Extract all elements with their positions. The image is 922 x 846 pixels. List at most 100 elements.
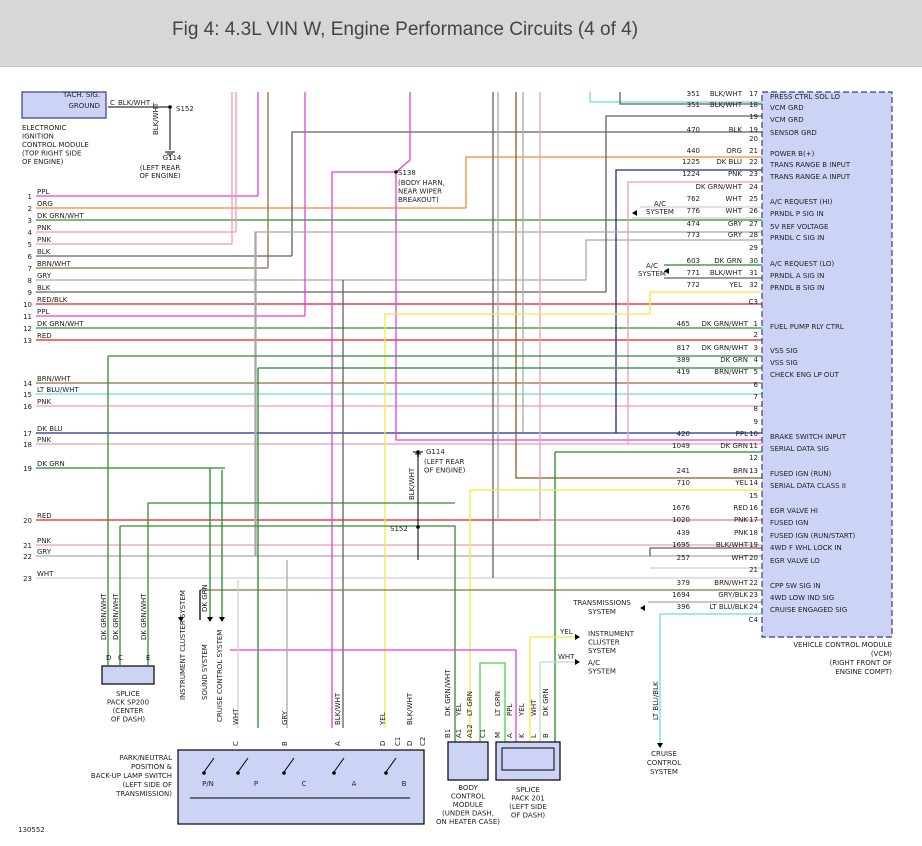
vcm-c2-ckt: 470 xyxy=(687,126,700,134)
sp200-pin: C xyxy=(118,654,123,662)
ic-wire-label: YEL xyxy=(559,628,573,636)
switch-pin: C2 xyxy=(419,737,427,746)
wire-blk-top xyxy=(619,92,762,105)
sp201-pin-color: WHT xyxy=(530,699,538,716)
vcm-c3-pin: 8 xyxy=(754,405,758,413)
vcm-c2-ckt: 771 xyxy=(687,269,700,277)
vcm-c2-signal: A/C REQUEST (LO) xyxy=(770,260,834,268)
vcm-c3-ckt: 396 xyxy=(677,603,691,611)
left-wire-number: 13 xyxy=(23,337,32,345)
left-wire-color: DK GRN xyxy=(37,460,65,468)
sp201-pin: K xyxy=(518,733,526,738)
vcm-c3-color: PPL xyxy=(736,430,748,438)
switch-node xyxy=(282,771,286,775)
vcm-c2-color: ORG xyxy=(726,147,742,155)
vcm-c2-color: DK GRN xyxy=(714,257,742,265)
switch-pin: B xyxy=(281,741,289,746)
vcm-c2-color: DK BLU xyxy=(716,158,742,166)
sp201-pin: M xyxy=(494,732,502,738)
sp201-pin: A xyxy=(506,733,514,738)
bcm-pin: B1 xyxy=(444,729,452,738)
vcm-c3-color: BRN xyxy=(733,467,748,475)
vcm-c3-pin: 4 xyxy=(754,356,759,364)
sp200-pin: E xyxy=(146,654,150,662)
sound-system-vert: SOUND SYSTEM xyxy=(201,644,209,700)
vcm-c3-pin: 12 xyxy=(749,454,758,462)
ac2-wire-label: WHT xyxy=(558,653,575,661)
vcm-c3-ckt: 241 xyxy=(677,467,690,475)
left-wire-color: BRN/WHT xyxy=(37,260,71,268)
left-wire-number: 12 xyxy=(23,325,32,333)
left-wire-number: 5 xyxy=(28,241,32,249)
switch-pin-color: GRY xyxy=(281,710,289,725)
vcm-c3-pin: 7 xyxy=(754,393,758,401)
switch-position: A xyxy=(352,780,357,788)
vcm-c3-color: WHT xyxy=(732,554,749,562)
vcm-c2-signal: TRANS RANGE A INPUT xyxy=(769,173,851,181)
vcm-c3-ckt: 465 xyxy=(677,320,690,328)
vcm-c2-color: BLK/WHT xyxy=(710,90,743,98)
vcm-c3-pin: 22 xyxy=(749,579,758,587)
switch-position: P/N xyxy=(202,780,214,788)
vcm-c2-ckt: 776 xyxy=(687,207,701,215)
left-wire-number: 2 xyxy=(28,205,32,213)
vcm-c2-ckt: 772 xyxy=(687,281,700,289)
vcm-c2-ckt: 603 xyxy=(687,257,700,265)
cruise-down-arrow xyxy=(657,743,663,748)
switch-contact xyxy=(385,757,397,773)
vcm-c3-pin: 6 xyxy=(754,381,759,389)
vcm-c2-pin: 19 xyxy=(749,113,758,121)
ac2-name: SYSTEM xyxy=(588,668,616,676)
left-wire-color: GRY xyxy=(37,272,52,280)
ic-arrow xyxy=(178,617,184,622)
switch-pin-color: YEL xyxy=(379,712,387,726)
ic-system-vert: INSTRUMENT CLUSTER SYSTEM xyxy=(179,590,187,700)
vcm-c2-pin: 32 xyxy=(749,281,758,289)
bcm-name: CONTROL xyxy=(451,793,485,801)
vcm-c2-color: PNK xyxy=(728,170,742,178)
vcm-c2-signal: A/C REQUEST (HI) xyxy=(770,198,833,206)
left-wire-number: 10 xyxy=(23,301,32,309)
sp201-inner xyxy=(501,747,555,771)
vcm-c3-ckt: 379 xyxy=(677,579,690,587)
ac-arrow xyxy=(632,210,637,216)
s152-mid-label: S152 xyxy=(390,525,408,533)
sp200-wire-label: DK GRN/WHT xyxy=(100,593,108,640)
vcm-c2-color: BLK xyxy=(729,126,743,134)
switch-contact xyxy=(237,757,249,773)
vcm-c2-color: YEL xyxy=(728,281,742,289)
vcm-c3-pin: 23 xyxy=(749,591,758,599)
wire-pnk-1224 xyxy=(627,181,762,444)
vcm-c2-signal: PRNDL C SIG IN xyxy=(770,234,824,242)
wire-gry-to-vcm xyxy=(585,239,762,280)
vcm-c3-ckt: 1049 xyxy=(672,442,690,450)
vcm-c3-signal: BRAKE SWITCH INPUT xyxy=(770,433,847,441)
s152-mid-dot xyxy=(416,525,420,529)
left-wire-number: 19 xyxy=(23,465,32,473)
switch-position: C xyxy=(302,780,307,788)
vcm-c3-signal: CPP SW SIG IN xyxy=(770,582,821,590)
vcm-c2-ckt: 474 xyxy=(687,220,701,228)
vcm-c3-color: DK GRN/WHT xyxy=(701,344,748,352)
vcm-c2-signal: 5V REF VOLTAGE xyxy=(770,223,828,231)
sp200-name: OF DASH) xyxy=(111,716,146,724)
vcm-c3-color: DK GRN xyxy=(720,442,748,450)
vcm-c3-ckt: 1676 xyxy=(672,504,690,512)
vcm-c2-signal: VCM GRD xyxy=(770,116,804,124)
vcm-c3-color: GRY/BLK xyxy=(718,591,748,599)
sound-wire-label: DK GRN xyxy=(201,584,209,612)
vcm-c3-pin: 18 xyxy=(749,529,758,537)
sp201-pin-color: LT GRN xyxy=(494,691,502,716)
vcm-c2-signal: PRNDL P SIG IN xyxy=(770,210,824,218)
icm-pin-label: C xyxy=(110,99,115,107)
vcm-c3-ckt: 817 xyxy=(677,344,690,352)
sp201-name: SPLICE xyxy=(516,786,540,794)
left-wire-color: RED xyxy=(37,512,52,520)
switch-node xyxy=(384,771,388,775)
cruise-arrow xyxy=(219,617,225,622)
trans-arrow xyxy=(640,605,645,611)
vcm-c3-signal: CRUISE ENGAGED SIG xyxy=(770,606,847,614)
switch-pin: D xyxy=(379,741,387,746)
wire-ltblu-top xyxy=(589,92,762,103)
vcm-c3-pin: 9 xyxy=(754,418,758,426)
